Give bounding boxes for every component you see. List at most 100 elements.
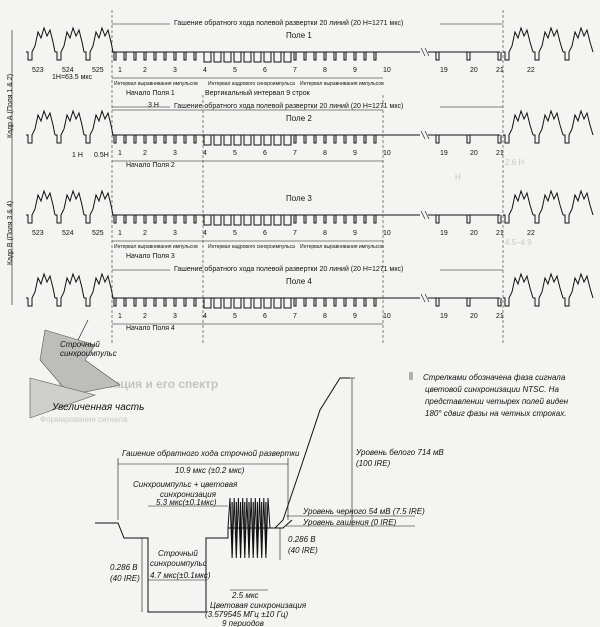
line-number: 6 — [263, 67, 267, 74]
label-backdrop — [170, 263, 440, 272]
sync-pulse — [263, 135, 272, 146]
field-label-4: Поле 4 — [286, 277, 312, 286]
field-1-note: 1H=63.5 мкс — [52, 74, 93, 81]
line-number: 20 — [470, 313, 478, 320]
sync-pulse — [133, 135, 137, 144]
line-number: 20 — [470, 150, 478, 157]
sync-pulse — [173, 135, 177, 144]
note-line-4: 180° сдвиг фазы на четных строках. — [425, 409, 566, 418]
line-number: 5 — [233, 67, 237, 74]
line-number: 1 — [118, 313, 122, 320]
line-number: 20 — [470, 67, 478, 74]
field-2-tail — [380, 134, 502, 144]
amp-right-value: 0.286 В — [288, 535, 316, 544]
sync-pulse — [253, 135, 262, 146]
field-waveforms: Гашение обратного хода полевой развертки… — [26, 17, 594, 332]
sync-pulse — [163, 215, 167, 224]
break-mark-icon — [420, 130, 430, 140]
sync-pulse — [183, 215, 187, 224]
blanking-level-label: Уровень гашения (0 IRE) — [302, 518, 397, 527]
sync-pulse — [173, 298, 177, 307]
white-level-label-2: (100 IRE) — [356, 459, 391, 468]
line-number: 6 — [263, 230, 267, 237]
line-number: 21 — [496, 313, 504, 320]
line-number: 19 — [440, 313, 448, 320]
field-1-signal — [26, 26, 380, 61]
line-sync-arrow-label-2: синхроимпульс — [60, 349, 117, 358]
sync-pulse — [323, 135, 327, 144]
sync-pulse — [253, 215, 262, 226]
line-number: 10 — [383, 67, 391, 74]
sync-pulse — [333, 135, 337, 144]
sync-pulse — [203, 135, 212, 146]
sync-pulse — [283, 52, 292, 63]
sync-pulse — [233, 298, 242, 309]
line-number: 19 — [440, 230, 448, 237]
field-2-active-right — [503, 109, 594, 144]
line-number: 19 — [440, 150, 448, 157]
detail-ramp — [275, 519, 293, 529]
sync-pulse — [243, 52, 252, 63]
sync-pulse — [143, 135, 147, 144]
blanking-label-field-1: Гашение обратного хода полевой развертки… — [174, 19, 403, 27]
line-number: 10 — [383, 150, 391, 157]
sync-pulse — [243, 298, 252, 309]
burst-width: 2.5 мкс — [231, 591, 259, 600]
sync-pulse — [163, 52, 167, 61]
background-text-1: Формирование сигнала — [40, 415, 128, 424]
sync-pulse — [223, 215, 232, 226]
burst-periods: 9 периодов — [222, 619, 264, 627]
sync-pulse — [213, 298, 222, 309]
line-sync-pointer — [77, 319, 89, 341]
interval-note: Интервал выравнивания импульсов — [114, 244, 198, 250]
sync-burst-value: 5.3 мкс(±0.1мкс) — [156, 498, 217, 507]
line-number: 8 — [323, 230, 327, 237]
sync-pulse — [283, 298, 292, 309]
sync-pulse — [303, 52, 307, 61]
note-arrow-icon — [409, 372, 413, 380]
line-number: 9 — [353, 150, 357, 157]
interval-note: Интервал кадрового синхроимпульса — [208, 81, 295, 87]
sync-pulse — [233, 215, 242, 226]
field-1-note: Вертикальный интервал 9 строк — [205, 89, 311, 97]
sync-pulse — [133, 215, 137, 224]
sync-pulse — [353, 135, 357, 144]
line-number: 3 — [173, 150, 177, 157]
line-number: 6 — [263, 150, 267, 157]
field-start-label-2: Начало Поля 2 — [126, 162, 175, 169]
field-3-tail — [380, 214, 502, 224]
line-number: 8 — [323, 150, 327, 157]
detail-signal — [95, 377, 350, 613]
sync-pulse — [153, 52, 157, 61]
line-number: 4 — [203, 230, 207, 237]
sync-width-value: 4.7 мкс(±0.1мкс) — [150, 571, 211, 580]
sync-pulse — [153, 135, 157, 144]
detail-waveform: Уровень белого 714 мВ (100 IRE) Уровень … — [95, 377, 444, 627]
sync-pulse — [273, 135, 282, 146]
line-number: 7 — [293, 230, 297, 237]
sync-pulse — [203, 215, 212, 226]
sync-pulse — [343, 52, 347, 61]
line-number-left: 524 — [62, 230, 74, 237]
sync-pulse — [223, 135, 232, 146]
field-4: Гашение обратного хода полевой развертки… — [26, 263, 594, 332]
field-3-active-right — [503, 189, 594, 224]
line-number: 1 — [118, 67, 122, 74]
sync-pulse — [213, 135, 222, 146]
sync-pulse — [123, 135, 127, 144]
sync-pulse — [183, 52, 187, 61]
phase-note: Стрелками обозначена фаза сигнала цветов… — [409, 372, 569, 418]
line-number: 3 — [173, 313, 177, 320]
line-number: 7 — [293, 313, 297, 320]
sync-pulse — [373, 298, 377, 307]
sync-pulse — [163, 135, 167, 144]
sync-pulse — [233, 135, 242, 146]
sync-pulse — [223, 298, 232, 309]
frame-a-label: Кадр А (Поля 1 & 2) — [7, 74, 14, 138]
white-level-label-1: Уровень белого 714 мВ — [355, 448, 444, 457]
line-number: 8 — [323, 313, 327, 320]
line-number: 10 — [383, 230, 391, 237]
sync-pulse — [283, 135, 292, 146]
sync-pulse — [113, 52, 117, 61]
